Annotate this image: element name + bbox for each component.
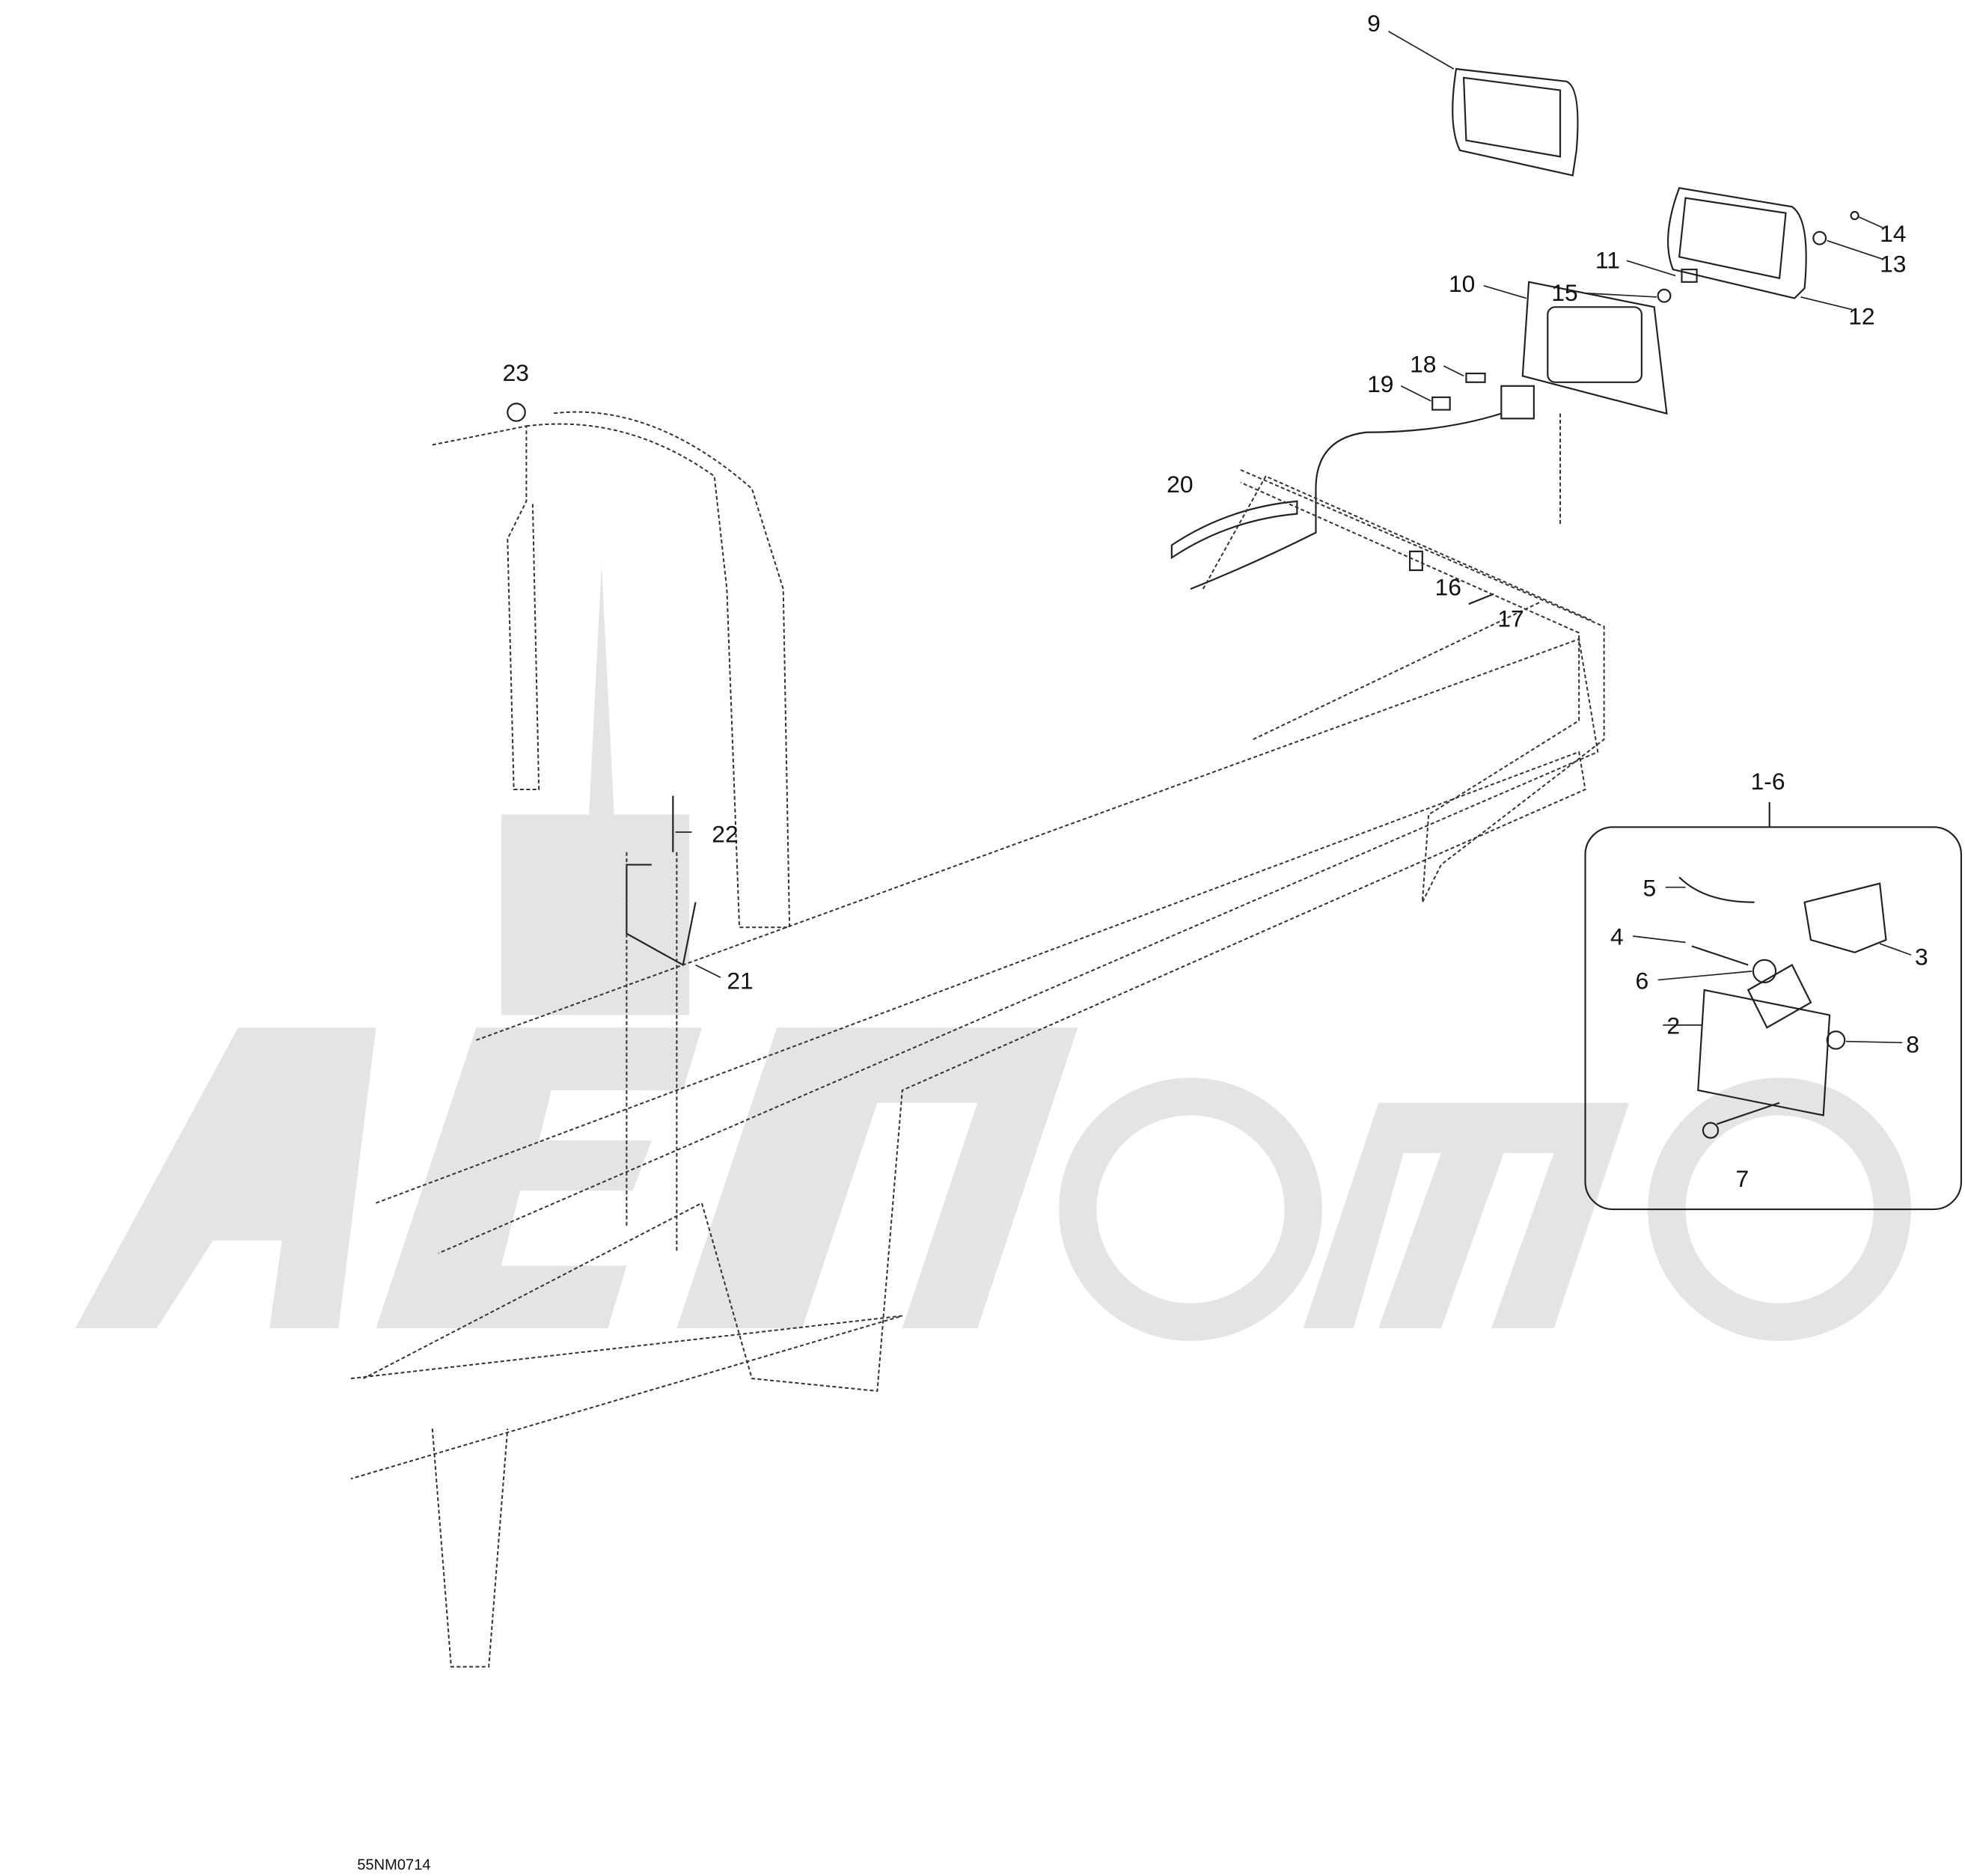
watermark-logo <box>75 563 1911 1341</box>
callout-14: 14 <box>1880 220 1906 247</box>
callout-3: 3 <box>1915 944 1928 971</box>
callout-23: 23 <box>503 359 529 386</box>
leader-lines <box>675 31 1912 1044</box>
callout-17: 17 <box>1497 605 1524 632</box>
callout-4: 4 <box>1610 923 1624 950</box>
wire-harness-20 <box>1190 412 1502 590</box>
callout-21: 21 <box>727 967 753 994</box>
callout-2: 2 <box>1666 1012 1680 1039</box>
tail-light-base-10 <box>1521 281 1668 415</box>
callout-16: 16 <box>1435 573 1461 600</box>
small-parts <box>507 210 1859 967</box>
callout-13: 13 <box>1880 250 1906 277</box>
callout-8: 8 <box>1906 1031 1919 1058</box>
callout-7: 7 <box>1735 1165 1749 1192</box>
callout-19: 19 <box>1367 370 1393 397</box>
conduit-20 <box>1170 500 1298 560</box>
callout-1-6: 1-6 <box>1751 768 1785 795</box>
callout-18: 18 <box>1410 350 1436 377</box>
tunnel-frame <box>350 411 1605 1668</box>
callout-20: 20 <box>1167 471 1193 498</box>
callout-labels: 1-6 2 3 4 5 6 7 8 9 10 11 12 13 14 15 16… <box>357 10 1928 1874</box>
callout-6: 6 <box>1636 967 1649 994</box>
tail-light-lens-9 <box>1452 67 1579 177</box>
callout-5: 5 <box>1643 874 1657 901</box>
inset-hitch-assembly <box>1584 801 1963 1211</box>
callout-11: 11 <box>1595 246 1620 273</box>
callout-15: 15 <box>1551 279 1577 306</box>
drawing-code: 55NM0714 <box>357 1857 430 1874</box>
callout-10: 10 <box>1449 270 1475 297</box>
tail-light-housing-12 <box>1667 186 1807 299</box>
callout-12: 12 <box>1848 303 1874 330</box>
callout-22: 22 <box>712 820 738 847</box>
callout-9: 9 <box>1367 10 1381 37</box>
